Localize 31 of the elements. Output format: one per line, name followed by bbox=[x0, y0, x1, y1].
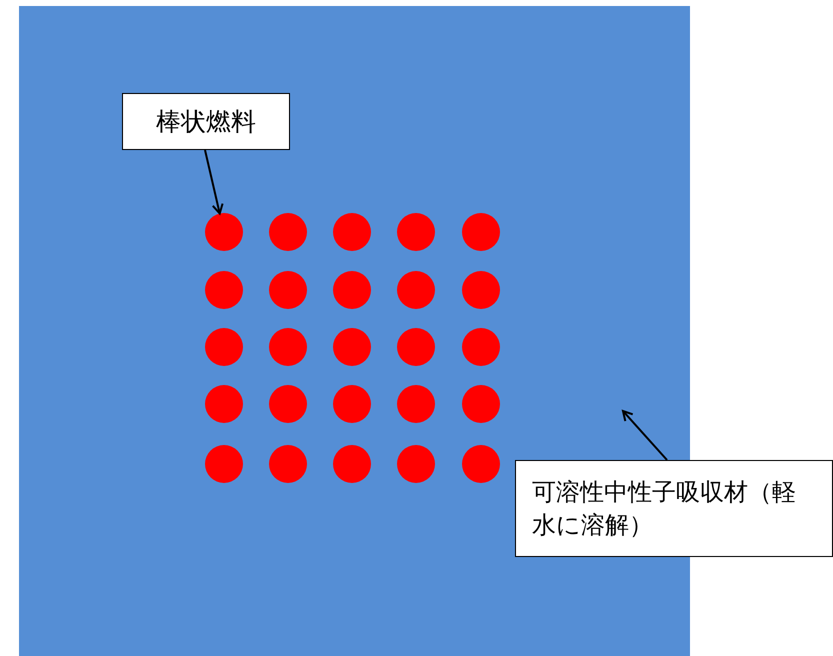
fuel-rod bbox=[462, 385, 500, 423]
fuel-rod bbox=[205, 213, 243, 251]
fuel-rod bbox=[462, 271, 500, 309]
leader-arrow bbox=[204, 150, 224, 214]
fuel-rod bbox=[269, 213, 307, 251]
fuel-rod bbox=[333, 385, 371, 423]
fuel-rod bbox=[333, 213, 371, 251]
callout-text: 棒状燃料 bbox=[155, 106, 257, 138]
leader-arrow bbox=[622, 410, 668, 461]
fuel-rod bbox=[205, 385, 243, 423]
fuel-rod bbox=[397, 445, 435, 483]
fuel-rod bbox=[269, 328, 307, 366]
fuel-rod bbox=[397, 271, 435, 309]
fuel-rod bbox=[205, 445, 243, 483]
fuel-rod bbox=[269, 271, 307, 309]
callout-box bbox=[515, 460, 833, 557]
fuel-rod bbox=[397, 385, 435, 423]
fuel-rod bbox=[462, 328, 500, 366]
fuel-rod bbox=[462, 213, 500, 251]
fuel-rod bbox=[462, 445, 500, 483]
fuel-rod bbox=[205, 328, 243, 366]
fuel-rod bbox=[397, 328, 435, 366]
fuel-rod bbox=[333, 445, 371, 483]
fuel-rod bbox=[397, 213, 435, 251]
callout-text: 可溶性中性子吸収材（軽水に溶解） bbox=[532, 476, 797, 540]
fuel-rod bbox=[205, 271, 243, 309]
fuel-rod bbox=[269, 445, 307, 483]
fuel-rod bbox=[333, 271, 371, 309]
callout-box bbox=[122, 93, 290, 150]
fuel-rod bbox=[269, 385, 307, 423]
fuel-rod bbox=[333, 328, 371, 366]
